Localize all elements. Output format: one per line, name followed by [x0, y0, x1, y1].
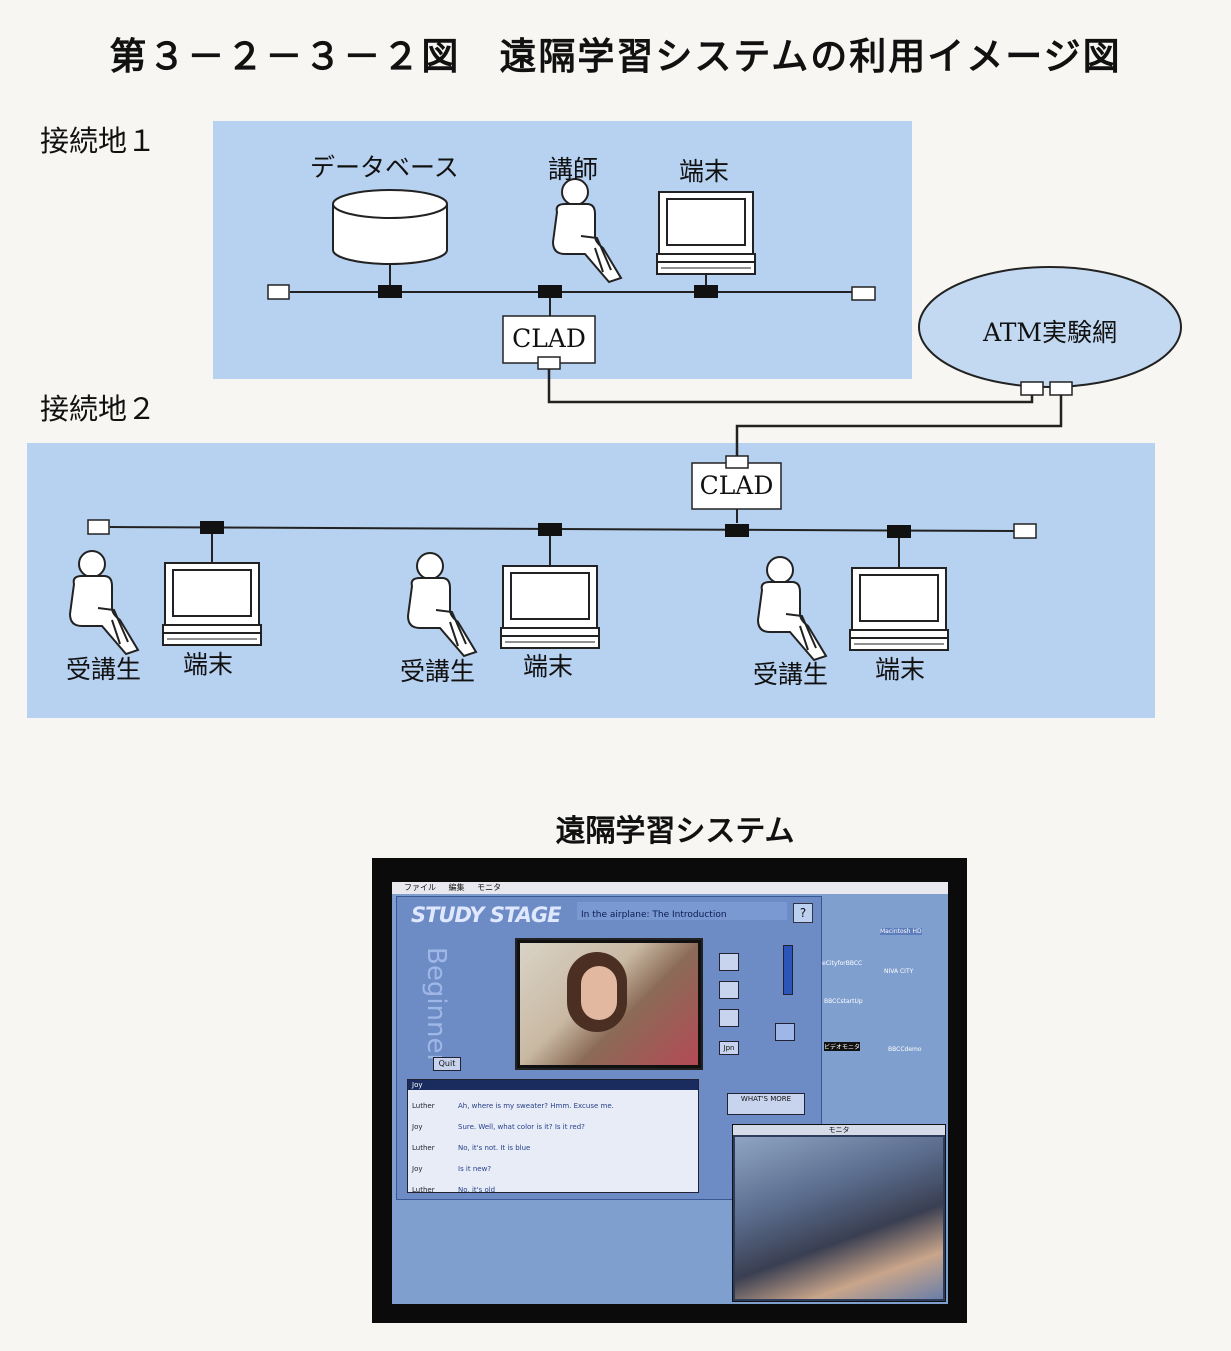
link-site1-atm	[547, 369, 1034, 404]
speaker: Luther	[412, 1144, 435, 1152]
transcript-panel: Joy Luther Ah, where is my sweater? Hmm. …	[407, 1079, 699, 1194]
menu-bar: ファイル 編集 モニタ	[392, 882, 948, 894]
transcript-header: Joy	[408, 1080, 698, 1090]
tap	[378, 285, 402, 298]
monitor-window: モニタ	[732, 1124, 946, 1302]
site2-label: 接続地２	[40, 392, 157, 426]
figure-title: 第３－２－３－２図 遠隔学習システムの利用イメージ図	[109, 35, 1122, 78]
transcript-rows: Luther Ah, where is my sweater? Hmm. Excu…	[412, 1096, 614, 1201]
tap	[694, 285, 718, 298]
quit-button[interactable]: Quit	[433, 1057, 461, 1071]
menu-monitor[interactable]: モニタ	[477, 883, 502, 892]
desktop-icon-startup[interactable]: BBCCstartUp	[824, 998, 863, 1005]
level-label: Beginner	[421, 947, 451, 1065]
atm-label: ATM実験網	[983, 318, 1117, 347]
stop-button[interactable]	[719, 1009, 739, 1027]
desktop-icon-ecity[interactable]: eCityforBBCC	[822, 960, 863, 967]
utterance: No, it's not. It is blue	[458, 1144, 531, 1152]
utterance: Is it new?	[458, 1165, 492, 1173]
lesson-title: In the airplane: The Introduction	[581, 910, 727, 920]
desktop-icon-niva[interactable]: NIVA CITY	[884, 968, 914, 975]
terminal-icon	[849, 567, 949, 651]
desktop-icon-hd[interactable]: Macintosh HD	[880, 928, 922, 935]
speaker: Luther	[412, 1102, 435, 1110]
transcript-row: Luther Ah, where is my sweater? Hmm. Excu…	[412, 1096, 614, 1117]
volume-slider[interactable]	[783, 945, 793, 995]
link-atm-site2	[735, 395, 1063, 458]
tap	[538, 285, 562, 298]
utterance: Ah, where is my sweater? Hmm. Excuse me.	[458, 1102, 614, 1110]
transcript-row: Luther No, it's not. It is blue	[412, 1138, 614, 1159]
rewind-button[interactable]	[719, 953, 739, 971]
subtitle: 遠隔学習システム	[555, 814, 795, 849]
mac-desktop: ファイル 編集 モニタ STUDY STAGE In the airplane:…	[392, 882, 948, 1304]
transcript-row: Joy Is it new?	[412, 1159, 614, 1180]
student-label: 受講生	[66, 655, 142, 684]
desktop-icon-videomonitor[interactable]: ビデオモニタ	[824, 1042, 861, 1051]
utterance: No, it's old	[458, 1186, 496, 1194]
terminator	[1013, 523, 1037, 539]
monitor-title: モニタ	[733, 1125, 945, 1135]
tool-icon[interactable]	[775, 1023, 795, 1041]
network-diagram	[27, 121, 1182, 718]
jpn-button[interactable]: Jpn	[719, 1041, 739, 1055]
database-label: データベース	[310, 153, 459, 182]
menu-edit[interactable]: 編集	[448, 883, 465, 892]
terminal-label: 端末	[183, 650, 234, 679]
site1-terminal-label: 端末	[679, 157, 730, 186]
clad-label-2: CLAD	[699, 471, 774, 500]
terminator	[851, 286, 876, 301]
tap	[725, 524, 749, 537]
play-button[interactable]	[719, 981, 739, 999]
terminator	[87, 519, 110, 535]
menu-file[interactable]: ファイル	[404, 883, 436, 892]
tap	[887, 525, 911, 538]
instructor-label: 講師	[548, 155, 599, 184]
terminal-label: 端末	[875, 655, 926, 684]
terminator	[267, 284, 290, 300]
terminal-icon	[162, 562, 262, 646]
lesson-bar: In the airplane: The Introduction	[577, 902, 787, 920]
speaker: Joy	[412, 1165, 423, 1173]
desktop-icon-demo[interactable]: BBCCdemo	[888, 1046, 922, 1053]
transcript-row: Luther No, it's old	[412, 1180, 614, 1201]
site1-label: 接続地１	[40, 124, 157, 158]
utterance: Sure. Well, what color is it? Is it red?	[458, 1123, 585, 1131]
terminal-label: 端末	[523, 652, 574, 681]
tap	[538, 523, 562, 536]
terminal-icon	[656, 191, 756, 275]
tap	[200, 521, 224, 534]
speaker: Luther	[412, 1186, 435, 1194]
app-title: STUDY STAGE	[411, 903, 561, 927]
whats-more-button[interactable]: WHAT'S MORE	[727, 1093, 805, 1115]
student-label: 受講生	[753, 660, 829, 689]
study-stage-window: STUDY STAGE In the airplane: The Introdu…	[396, 896, 822, 1200]
system-screenshot: ファイル 編集 モニタ STUDY STAGE In the airplane:…	[372, 858, 967, 1323]
transcript-row: Joy Sure. Well, what color is it? Is it r…	[412, 1117, 614, 1138]
monitor-video	[735, 1137, 943, 1299]
clad-label-1: CLAD	[512, 324, 586, 353]
clad-box-2	[691, 462, 782, 510]
student-label: 受講生	[400, 657, 476, 686]
terminal-icon	[500, 565, 600, 649]
help-button[interactable]: ?	[793, 903, 813, 923]
video-player	[515, 938, 703, 1070]
speaker: Joy	[412, 1123, 423, 1131]
database-icon	[332, 189, 448, 265]
